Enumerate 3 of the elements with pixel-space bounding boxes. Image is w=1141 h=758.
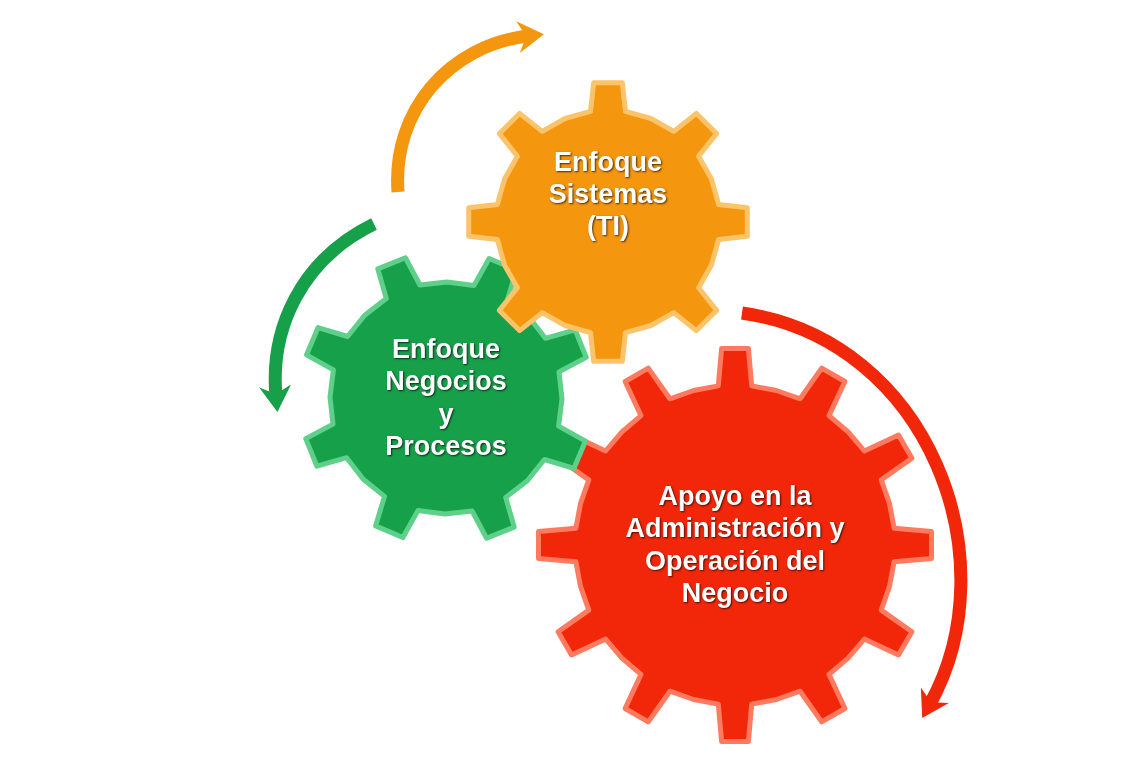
gear-label: Enfoque Sistemas (TI) [547, 145, 669, 243]
gear-label: Apoyo en la Administración y Operación del Negocio [624, 480, 846, 610]
gear-label: Enfoque Negocios y Procesos [384, 333, 508, 463]
